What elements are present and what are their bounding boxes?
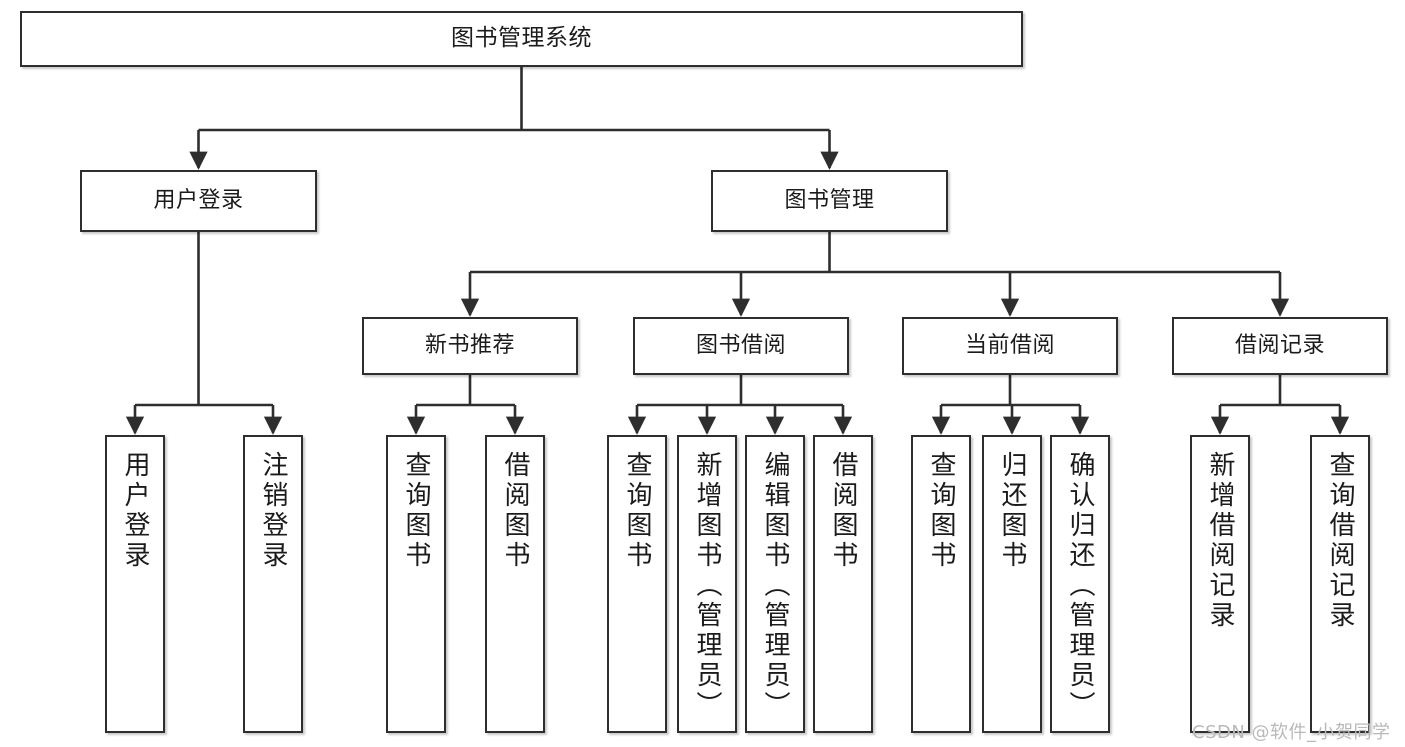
node-label: 查询图书 [622, 451, 652, 571]
node-leaf-cur-confirm[interactable]: 确认归还（管理员） [1050, 435, 1110, 733]
node-user-login[interactable]: 用户登录 [80, 170, 317, 232]
node-new-book-rec[interactable]: 新书推荐 [362, 317, 578, 375]
node-leaf-borrow-lend[interactable]: 借阅图书 [813, 435, 873, 733]
node-leaf-rec-add[interactable]: 新增借阅记录 [1190, 435, 1250, 733]
node-label: 图书管理系统 [451, 25, 592, 52]
node-leaf-rec-borrow[interactable]: 借阅图书 [485, 435, 545, 733]
node-leaf-borrow-edit[interactable]: 编辑图书（管理员） [745, 435, 805, 733]
node-label: 确认归还（管理员） [1065, 451, 1095, 721]
node-label: 图书借阅 [695, 333, 786, 359]
node-label: 用户登录 [120, 451, 150, 571]
node-label: 新增图书（管理员） [692, 451, 722, 721]
node-label: 查询图书 [401, 451, 431, 571]
csdn-watermark: CSDN @软件_小贺同学 [1192, 722, 1391, 743]
node-book-borrow[interactable]: 图书借阅 [633, 317, 849, 375]
node-label: 新书推荐 [424, 333, 515, 359]
node-label: 归还图书 [997, 451, 1027, 571]
node-label: 图书管理 [784, 188, 875, 214]
node-label: 新增借阅记录 [1205, 451, 1235, 631]
node-current-borrow[interactable]: 当前借阅 [902, 317, 1118, 375]
node-leaf-user-login[interactable]: 用户登录 [105, 435, 165, 733]
node-leaf-borrow-query[interactable]: 查询图书 [607, 435, 667, 733]
node-leaf-rec-query[interactable]: 查询图书 [386, 435, 446, 733]
node-leaf-cur-return[interactable]: 归还图书 [982, 435, 1042, 733]
node-label: 注销登录 [258, 451, 288, 571]
node-leaf-cur-query[interactable]: 查询图书 [911, 435, 971, 733]
node-book-manage[interactable]: 图书管理 [711, 170, 948, 232]
node-label: 用户登录 [153, 188, 244, 214]
node-leaf-borrow-add[interactable]: 新增图书（管理员） [677, 435, 737, 733]
node-root[interactable]: 图书管理系统 [20, 11, 1023, 67]
node-label: 借阅图书 [500, 451, 530, 571]
node-label: 编辑图书（管理员） [760, 451, 790, 721]
node-label: 当前借阅 [964, 333, 1055, 359]
node-label: 查询图书 [926, 451, 956, 571]
node-leaf-user-logout[interactable]: 注销登录 [243, 435, 303, 733]
node-borrow-record[interactable]: 借阅记录 [1172, 317, 1388, 375]
node-label: 查询借阅记录 [1325, 451, 1355, 631]
node-label: 借阅图书 [828, 451, 858, 571]
node-leaf-rec-search[interactable]: 查询借阅记录 [1310, 435, 1370, 733]
node-label: 借阅记录 [1234, 333, 1325, 359]
